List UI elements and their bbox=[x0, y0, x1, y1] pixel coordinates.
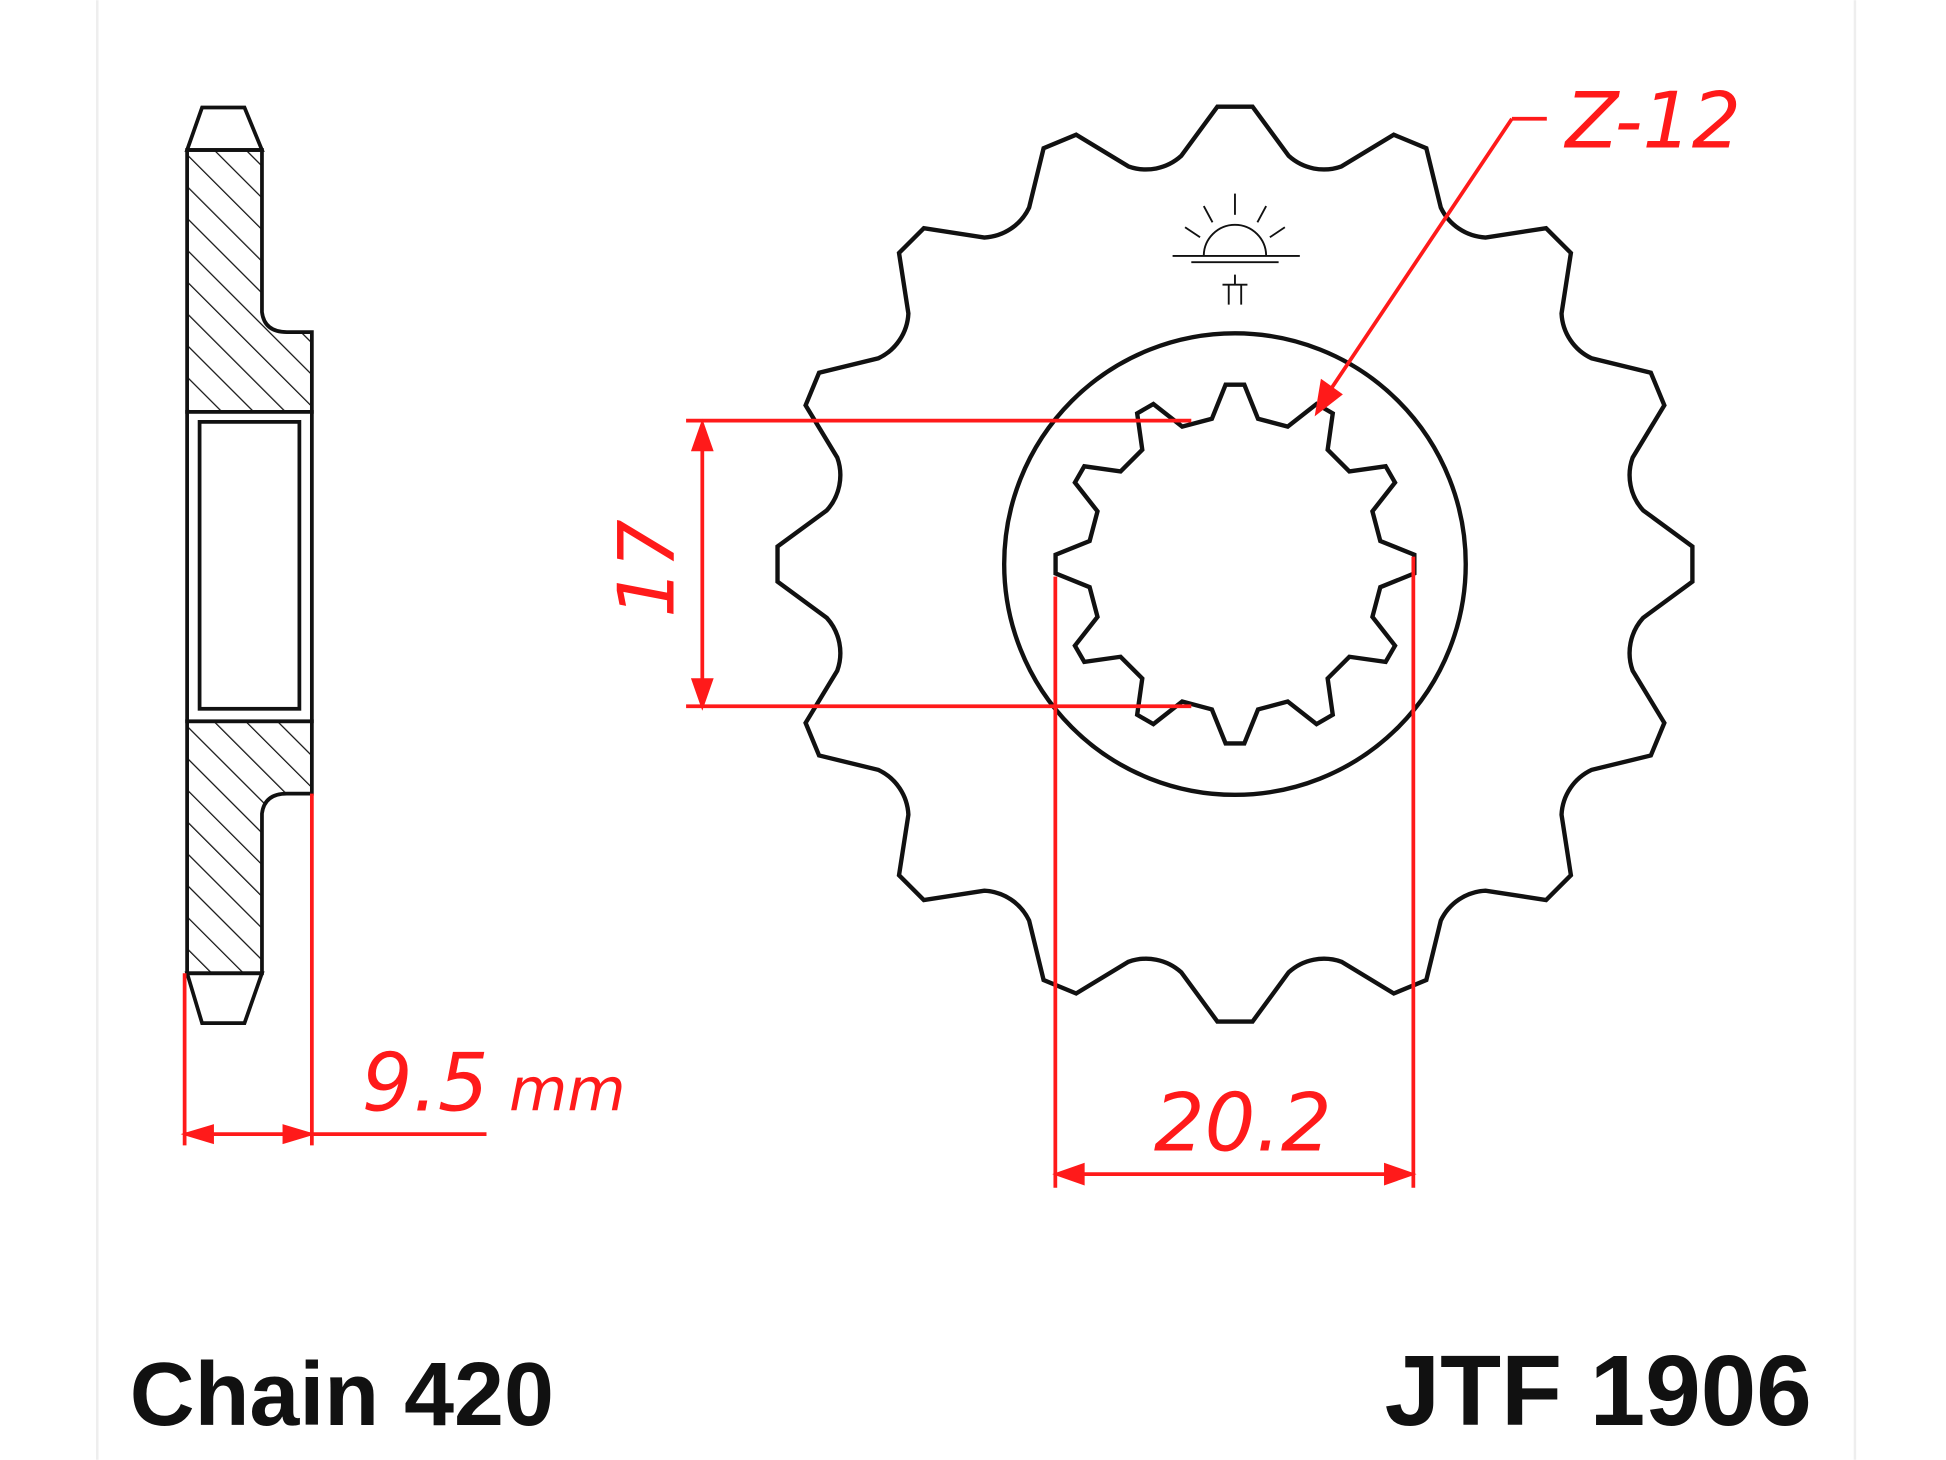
part-number: JTF 1906 bbox=[1385, 1336, 1812, 1447]
spline-dimension-label: 20.2 bbox=[1154, 1076, 1332, 1169]
hub-circle bbox=[1002, 331, 1468, 798]
thickness-dimension-label: 9.5 bbox=[362, 1036, 489, 1129]
thickness-unit-label: mm bbox=[509, 1055, 626, 1125]
chain-label: Chain 420 bbox=[130, 1345, 554, 1445]
spline-outline bbox=[1053, 382, 1417, 746]
teeth-count-label: Z-12 bbox=[1564, 76, 1741, 166]
side-view bbox=[184, 105, 314, 1026]
dimension-lines bbox=[180, 116, 1547, 1188]
bore-dimension-label: 17 bbox=[603, 519, 693, 617]
brand-logo bbox=[1172, 193, 1300, 305]
sprocket-outline bbox=[775, 104, 1695, 1024]
